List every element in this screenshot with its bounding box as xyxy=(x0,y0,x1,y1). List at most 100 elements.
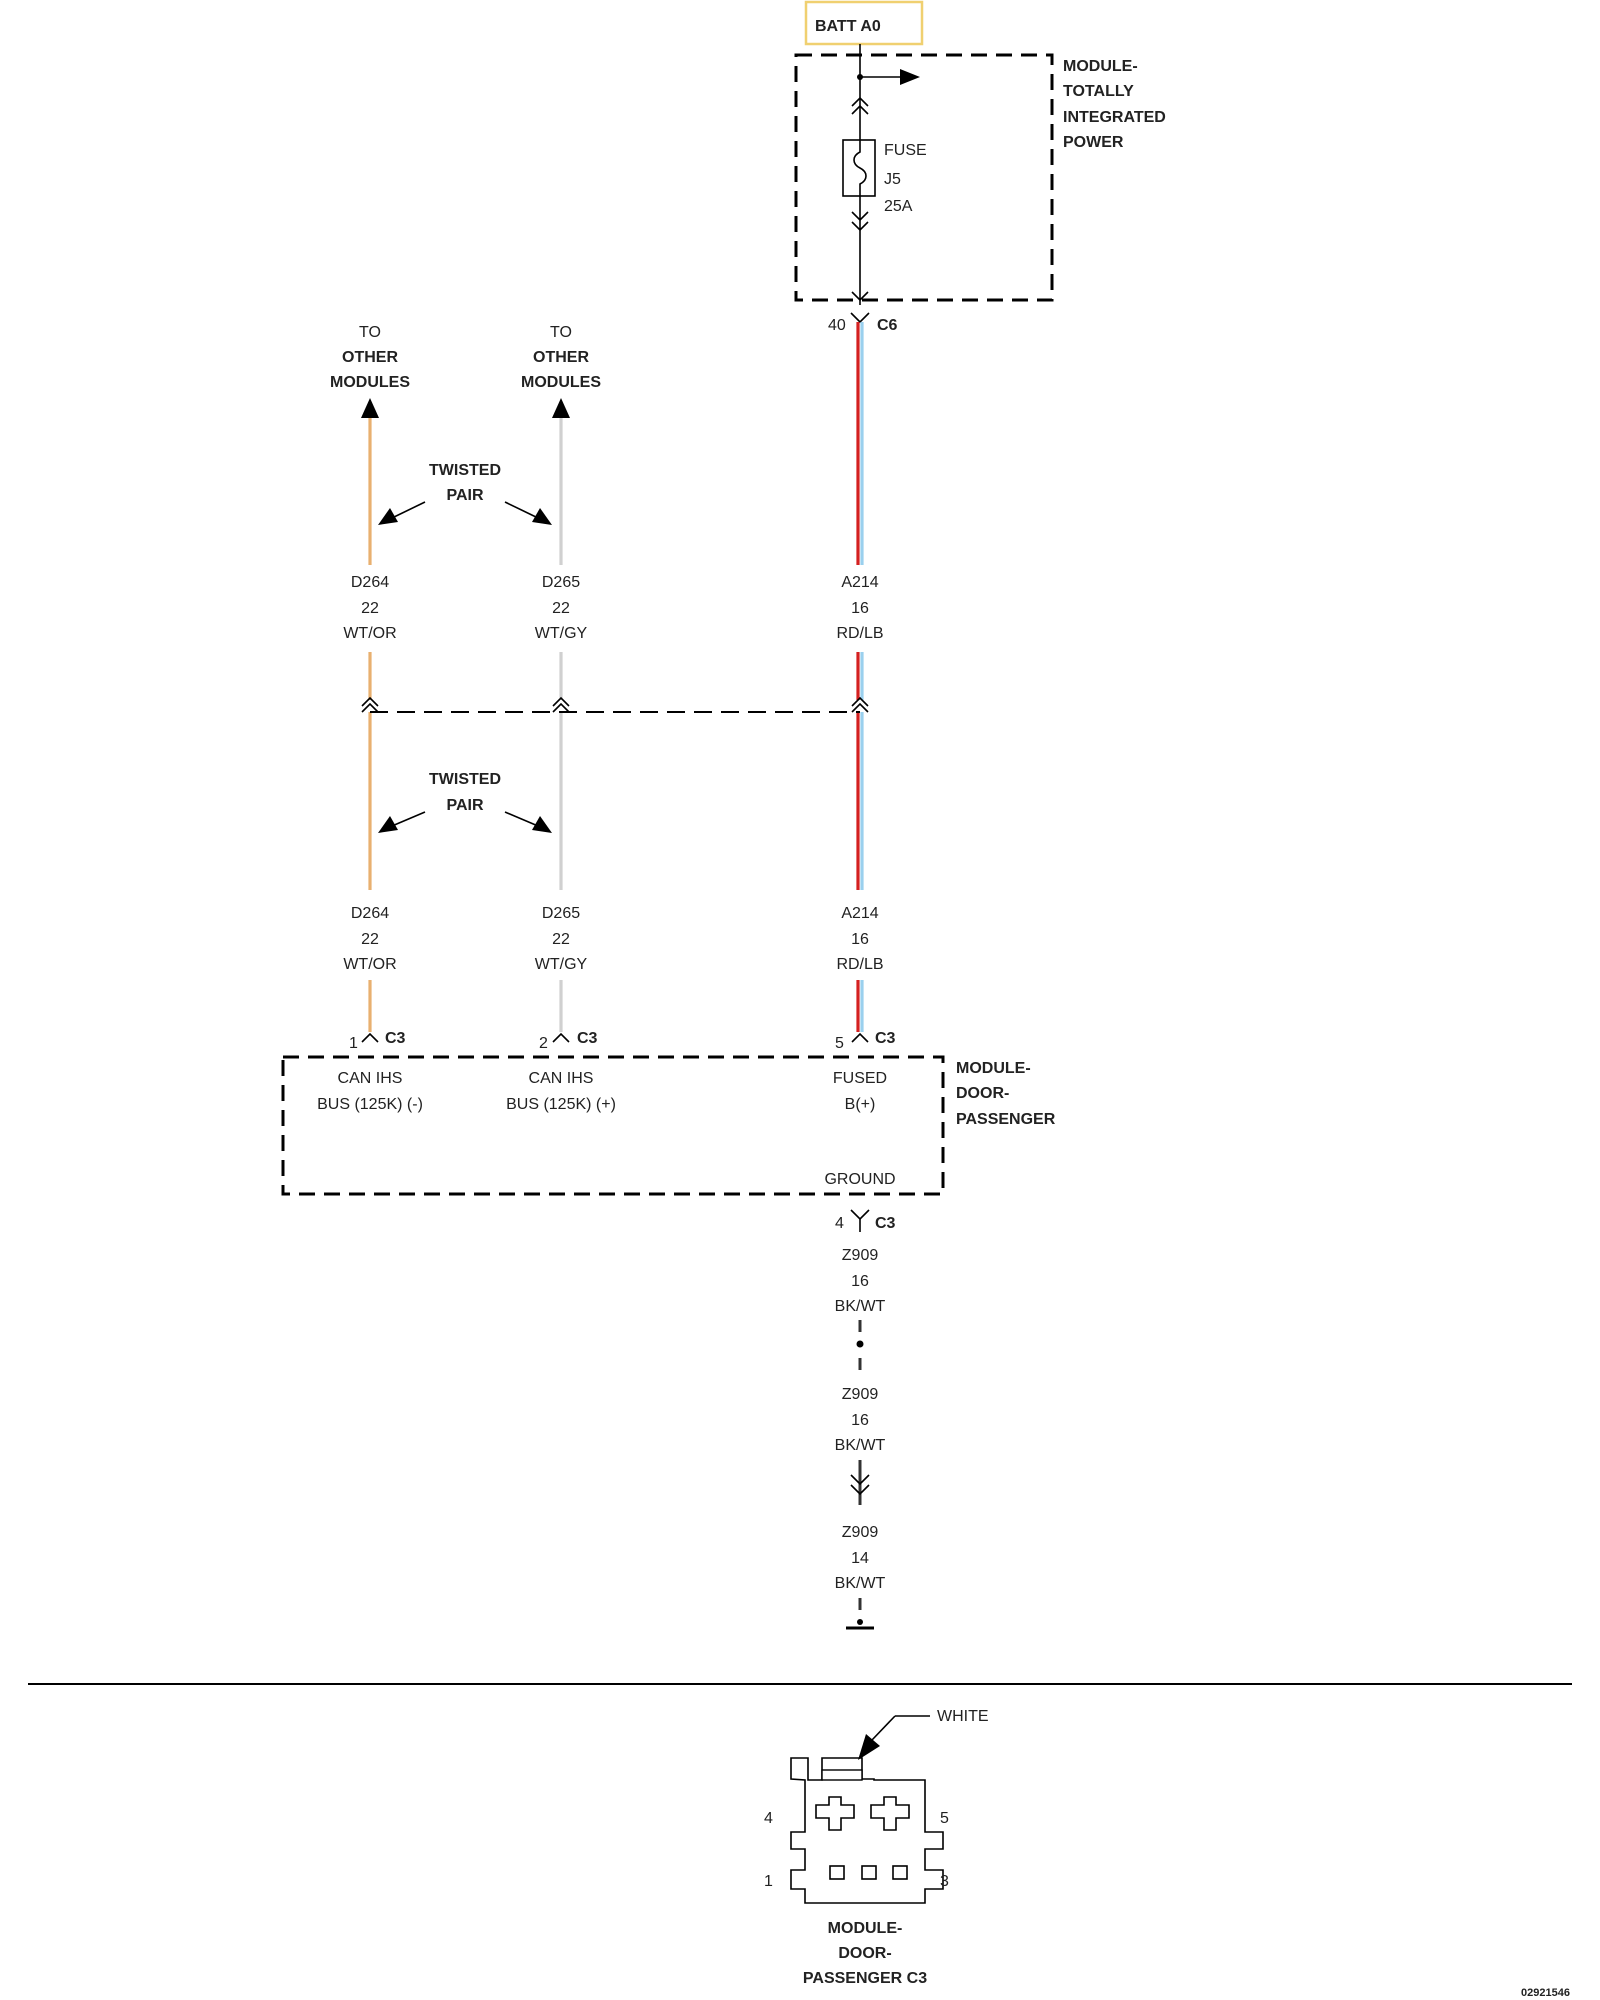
arrow-up-icon xyxy=(552,398,570,418)
a214-bot-gauge: 16 xyxy=(851,931,869,948)
cavity-1 xyxy=(829,1865,845,1880)
ground-dot xyxy=(857,1619,863,1625)
a214-bot-code: A214 xyxy=(841,905,878,922)
wire-a214 xyxy=(856,322,864,1032)
fuse-label-3: 25A xyxy=(884,198,913,215)
chevron-up-icon xyxy=(552,696,570,707)
wire-labels-top: D264 22 WT/OR D265 22 WT/GY A214 16 RD/L… xyxy=(343,574,883,642)
pin-2-desc-1: CAN IHS xyxy=(529,1070,594,1087)
wire-z909: Z909 16 BK/WT Z909 16 BK/WT Z909 14 BK/W… xyxy=(835,1247,886,1630)
fuse-label-1: FUSE xyxy=(884,142,927,159)
wire-d264 xyxy=(361,398,379,1032)
to-other-left-1: TO xyxy=(359,324,381,341)
door-module-title-2: DOOR- xyxy=(956,1085,1009,1102)
door-module-title-3: PASSENGER xyxy=(956,1111,1056,1128)
chevron-up-icon xyxy=(552,702,570,713)
cavity-3 xyxy=(892,1865,908,1880)
connector-y-icon xyxy=(850,1209,870,1221)
d264-bot-gauge: 22 xyxy=(361,931,379,948)
c3-pin-1: 1 C3 xyxy=(349,1030,406,1052)
cavity-4 xyxy=(815,1796,855,1831)
batt-label: BATT A0 xyxy=(815,18,881,35)
chevron-up-icon xyxy=(851,96,869,107)
d265-bot-code: D265 xyxy=(542,905,580,922)
z909-c-gauge: 14 xyxy=(851,1550,869,1567)
tipm-title-1: MODULE- xyxy=(1063,58,1138,75)
connector-housing xyxy=(790,1757,944,1904)
z909-a-gauge: 16 xyxy=(851,1273,869,1290)
tipm-title-2: TOTALLY xyxy=(1063,83,1134,100)
z909-b-code: Z909 xyxy=(842,1386,879,1403)
to-other-right-2: OTHER xyxy=(533,349,589,366)
to-other-right-1: TO xyxy=(550,324,572,341)
connector-title-1: MODULE- xyxy=(828,1920,903,1937)
inline-connector xyxy=(361,696,869,713)
pin-4-connector: C3 xyxy=(875,1215,896,1232)
chevron-down-icon xyxy=(850,1484,870,1496)
connector-pin-icon xyxy=(552,1032,570,1043)
arrow-down-left-icon xyxy=(858,1734,880,1760)
tipm-box xyxy=(794,53,1054,302)
z909-a-color: BK/WT xyxy=(835,1298,886,1315)
d265-bot-gauge: 22 xyxy=(552,931,570,948)
wire-labels-bottom: D264 22 WT/OR D265 22 WT/GY A214 16 RD/L… xyxy=(343,905,883,973)
tipm-title-3: INTEGRATED xyxy=(1063,109,1166,126)
chevron-down-icon xyxy=(851,221,869,232)
chevron-down-icon xyxy=(851,211,869,222)
z909-a-code: Z909 xyxy=(842,1247,879,1264)
batt-source: BATT A0 xyxy=(804,0,924,46)
twisted-pointer-right xyxy=(504,811,539,827)
connector-pin-icon xyxy=(361,1032,379,1043)
chevron-up-icon xyxy=(361,702,379,713)
connector-color-label: WHITE xyxy=(937,1708,989,1725)
connector-face-view: 4 5 1 3 WHITE MODULE- DOOR- PASSENGER C3 xyxy=(764,1708,989,1987)
d264-top-color: WT/OR xyxy=(343,625,396,642)
cavity-label-3: 3 xyxy=(940,1873,949,1890)
a214-top-gauge: 16 xyxy=(851,600,869,617)
d265-top-gauge: 22 xyxy=(552,600,570,617)
pin-5-desc-2: B(+) xyxy=(845,1096,876,1113)
figure-id: 02921546 xyxy=(1521,1987,1570,1999)
connector-title-3: PASSENGER C3 xyxy=(803,1970,927,1987)
twisted-pointer-left xyxy=(391,811,426,827)
pin-5-number: 5 xyxy=(835,1035,844,1052)
twisted-pair-bottom-1: TWISTED xyxy=(429,771,501,788)
door-module-box xyxy=(281,1055,945,1196)
chevron-up-icon xyxy=(851,104,869,115)
to-other-modules-right: TO OTHER MODULES xyxy=(521,324,601,391)
to-other-right-3: MODULES xyxy=(521,374,601,391)
a214-top-code: A214 xyxy=(841,574,878,591)
chevron-down-icon xyxy=(851,291,869,302)
pin-2-desc-2: BUS (125K) (+) xyxy=(506,1096,616,1113)
d264-bot-code: D264 xyxy=(351,905,389,922)
c3-pin-2: 2 C3 xyxy=(539,1030,598,1052)
twisted-pointer-left xyxy=(391,501,426,519)
pin-4-number: 4 xyxy=(835,1215,844,1232)
d264-top-code: D264 xyxy=(351,574,389,591)
pin-1-desc-2: BUS (125K) (-) xyxy=(317,1096,423,1113)
z909-c-color: BK/WT xyxy=(835,1575,886,1592)
d264-top-gauge: 22 xyxy=(361,600,379,617)
latch-tab xyxy=(821,1769,863,1781)
arrow-right-icon xyxy=(532,508,552,525)
cavity-label-1: 1 xyxy=(764,1873,773,1890)
c6-pin-number: 40 xyxy=(828,317,846,334)
arrow-up-icon xyxy=(361,398,379,418)
pin-1-connector: C3 xyxy=(385,1030,406,1047)
connector-title-2: DOOR- xyxy=(838,1945,891,1962)
pin-5-desc-1: FUSED xyxy=(833,1070,887,1087)
c6-connector-label: C6 xyxy=(877,317,898,334)
d265-bot-color: WT/GY xyxy=(535,956,588,973)
a214-bot-color: RD/LB xyxy=(836,956,883,973)
c6-connector: 40 C6 xyxy=(828,312,898,334)
chevron-up-icon xyxy=(851,702,869,713)
fuse-element xyxy=(853,140,867,196)
c3-pin-4: 4 C3 xyxy=(835,1209,896,1232)
pin-1-number: 1 xyxy=(349,1035,358,1052)
pin-1-desc-1: CAN IHS xyxy=(338,1070,403,1087)
pin-5-connector: C3 xyxy=(875,1030,896,1047)
door-module: CAN IHS BUS (125K) (-) CAN IHS BUS (125K… xyxy=(281,1055,1056,1196)
chevron-down-icon xyxy=(850,1474,870,1486)
cavity-2 xyxy=(861,1865,877,1880)
